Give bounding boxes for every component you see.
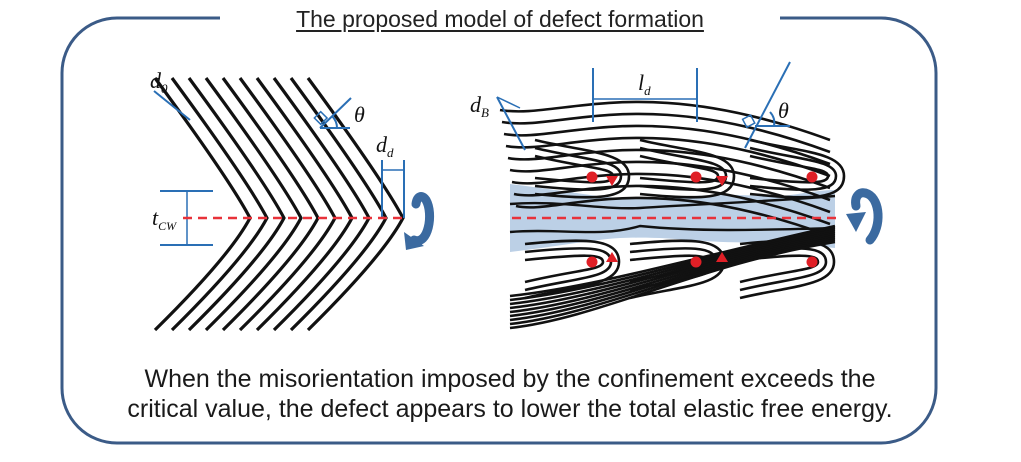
chevron-lamella: [204, 77, 303, 332]
lamella-bottom: [509, 238, 836, 326]
dd-label: dd: [376, 132, 394, 160]
chevron-lamella: [255, 77, 354, 332]
lamella-loop-top: [749, 146, 838, 191]
lamella-loop-bottom: [524, 254, 605, 284]
rotation-arrow-icon-left: [404, 192, 434, 250]
defect-dot: [690, 256, 702, 268]
defect-dot: [586, 256, 598, 268]
theta-angle-marker-right: [741, 61, 791, 149]
caption-line-1: When the misorientation imposed by the c…: [144, 365, 876, 393]
defect-arrowhead: [606, 252, 618, 262]
lamella-loop-bottom: [524, 239, 621, 300]
caption-line-2: critical value, the defect appears to lo…: [127, 395, 893, 423]
dB-dimension-line: [496, 96, 526, 151]
rotation-arrow-icon-right: [846, 188, 883, 245]
lamella-top: [507, 148, 831, 190]
lamella-top: [513, 184, 831, 226]
chevron-lamella: [221, 77, 320, 332]
theta-label-left: θ: [354, 102, 365, 127]
d0-dimension-line: [153, 90, 191, 121]
lamella-loop-top: [639, 138, 736, 199]
right-lamellae: [499, 100, 846, 330]
defect-arrowhead: [716, 176, 728, 186]
defect-dot: [690, 171, 702, 183]
lamella-bottom: [509, 224, 836, 298]
lamella-bottom: [509, 230, 836, 310]
defect-dot: [806, 256, 818, 268]
lamella-top: [511, 172, 831, 214]
defect-dot: [586, 171, 598, 183]
lamella-loop-bottom: [739, 254, 820, 284]
dB-label: dB: [470, 92, 489, 120]
lamella-bottom: [509, 234, 836, 318]
diagram-caption: When the misorientation imposed by the c…: [60, 364, 960, 424]
defect-arrowhead: [606, 176, 618, 186]
lamella-band: [509, 194, 836, 210]
chevron-lamella: [187, 77, 286, 332]
lamella-loop-top: [534, 138, 631, 199]
lamella-band: [509, 224, 836, 234]
dB-tick: [496, 96, 521, 109]
tcw-label: tCW: [152, 205, 177, 233]
chevron-lamellae: [153, 77, 405, 332]
left-chevron-panel: d0 θ dd tCW: [150, 68, 434, 332]
chevron-lamella: [289, 77, 388, 332]
lamella-top: [515, 196, 831, 238]
defect-arrowhead: [716, 252, 728, 262]
chevron-lamella: [153, 77, 252, 332]
chevron-lamella: [238, 77, 337, 332]
ld-label: ld: [638, 70, 651, 98]
lamella-top: [501, 112, 831, 154]
lamella-loop-top: [749, 138, 846, 199]
defect-dot: [806, 171, 818, 183]
chevron-lamella: [306, 77, 405, 332]
lamella-top: [505, 136, 831, 178]
theta-angle-marker-left: [313, 97, 352, 129]
lamella-bottom: [509, 232, 836, 314]
d0-label: d0: [150, 68, 168, 96]
lamella-bottom: [509, 226, 836, 302]
lamella-bottom: [509, 228, 836, 306]
lamella-bottom: [509, 236, 836, 322]
right-defect-panel: dB ld θ: [470, 61, 883, 330]
theta-label-right: θ: [778, 98, 789, 123]
diagram-title: The proposed model of defect formation: [220, 2, 780, 36]
lamella-bottom: [509, 240, 836, 330]
defect-markers: [586, 171, 818, 268]
lamella-loop-top: [749, 154, 830, 184]
lamella-loop-top: [534, 146, 623, 191]
